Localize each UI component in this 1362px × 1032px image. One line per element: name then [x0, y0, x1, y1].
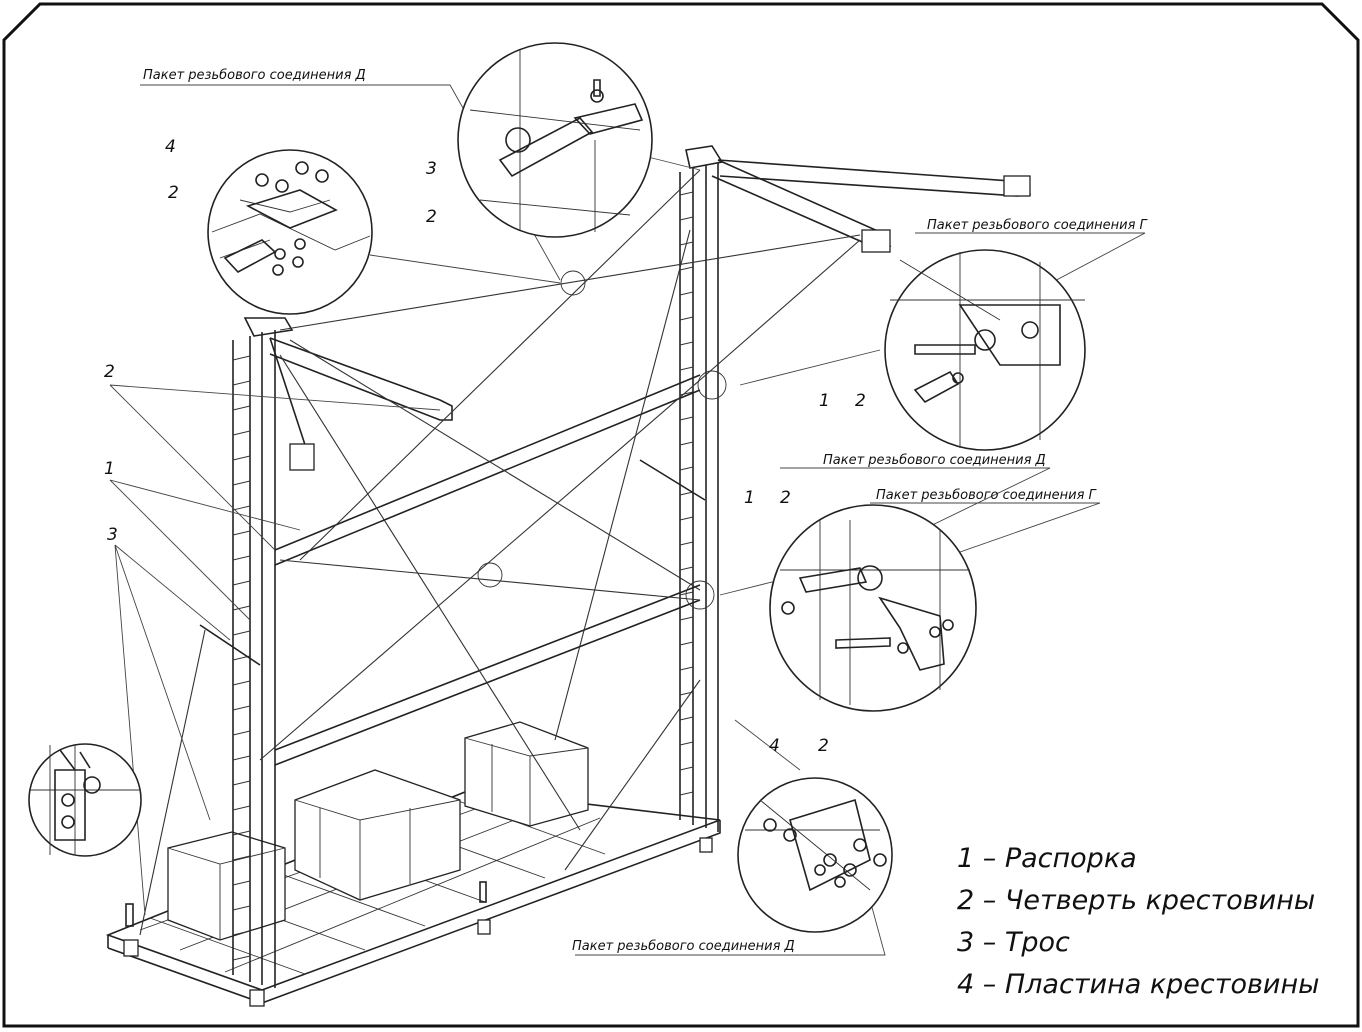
part-number: 2 [855, 391, 866, 411]
part-number: 3 [107, 525, 118, 545]
callout-labels: Пакет резьбового соединения Д Пакет резь… [143, 68, 1149, 954]
legend-item-cross-plate: 4 – Пластина крестовины [957, 969, 1319, 1000]
part-number: 1 [819, 391, 830, 411]
callout-pkg-d-top: Пакет резьбового соединения Д [143, 68, 366, 83]
part-numbers: 4 2 3 2 2 1 3 1 2 1 2 4 2 [104, 137, 866, 756]
legend-item-cross-quarter: 2 – Четверть крестовины [957, 885, 1315, 916]
part-number: 3 [426, 159, 437, 179]
part-number: 2 [168, 183, 179, 203]
legend-item-spacer: 1 – Распорка [957, 843, 1137, 874]
zoom-right-middle [769, 504, 977, 712]
legend-item-rope: 3 – Трос [957, 927, 1070, 958]
legend: 1 – Распорка 2 – Четверть крестовины 3 –… [957, 843, 1319, 1000]
part-number: 2 [818, 736, 829, 756]
part-number: 2 [426, 207, 437, 227]
zoom-right-top [884, 249, 1086, 451]
bracing [139, 169, 861, 936]
callout-pkg-g-right-top: Пакет резьбового соединения Г [927, 218, 1149, 233]
callout-pkg-g-right-mid: Пакет резьбового соединения Г [876, 488, 1098, 503]
part-number: 2 [104, 362, 115, 382]
zoom-bottom-left [28, 743, 142, 857]
part-number: 4 [165, 137, 176, 157]
zoom-top-left [207, 149, 373, 315]
callout-pkg-d-right-mid: Пакет резьбового соединения Д [823, 453, 1046, 468]
part-number: 1 [744, 488, 755, 508]
part-number: 2 [780, 488, 791, 508]
left-mast [232, 317, 453, 988]
zoom-bottom-center [737, 777, 893, 933]
zoom-top-center [457, 42, 653, 238]
cargo-boxes [167, 721, 589, 941]
part-number: 1 [104, 459, 115, 479]
part-number: 4 [769, 736, 780, 756]
callout-pkg-d-bottom: Пакет резьбового соединения Д [572, 939, 795, 954]
